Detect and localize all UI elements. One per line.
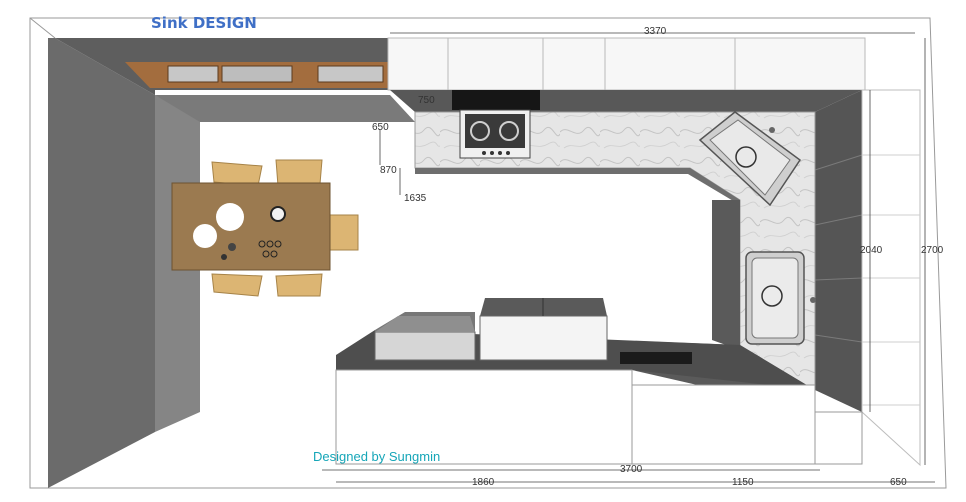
corner-sink (698, 111, 802, 207)
bottom-sink-recess (620, 352, 692, 364)
dim-bottom-left: 1860 (472, 477, 495, 488)
dim-upper-base: 1635 (404, 193, 427, 204)
dim-hood-depth: 750 (418, 95, 435, 106)
left-wall (48, 38, 155, 488)
dim-overall-depth: 2700 (921, 245, 944, 256)
range-hood (452, 90, 540, 110)
dim-overall-width: 3370 (644, 26, 667, 37)
diagram-title: Sink DESIGN (151, 14, 257, 32)
dim-bottom-total: 3700 (620, 464, 643, 475)
bottom-cabinet-fronts (335, 369, 863, 465)
upper-cabinets (387, 37, 866, 91)
dim-bottom-right: 650 (890, 477, 907, 488)
dining-set (171, 159, 359, 297)
dim-right-run: 2040 (860, 245, 883, 256)
top-wall-ledge (155, 95, 415, 122)
dim-counter-height: 870 (380, 165, 397, 176)
dim-upper-depth: 650 (372, 122, 389, 133)
right-run-front (712, 200, 740, 350)
gas-cooktop (459, 109, 531, 159)
right-counter-band (815, 90, 862, 412)
appliance-left (374, 312, 476, 361)
right-wall-tiles (814, 154, 863, 343)
outer-frame (29, 17, 947, 489)
designer-credit: Designed by Sungmin (313, 449, 441, 464)
right-sink (745, 251, 816, 345)
right-panel-grid (862, 154, 920, 406)
counter-front-edge (415, 168, 740, 205)
dim-bottom-mid: 1150 (732, 477, 754, 488)
appliance-right (479, 298, 608, 361)
dimension-lines (322, 32, 935, 483)
window (125, 62, 390, 88)
